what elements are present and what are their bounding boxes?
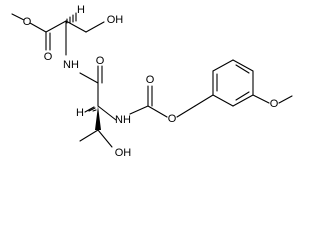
bond-ch2-oh: [85, 21, 105, 33]
atom-o-amide: O: [96, 55, 105, 67]
atom-nh-amide: NH: [63, 59, 79, 71]
atom-o-carbamate-ester: O: [168, 113, 177, 125]
bond-ome-ch3: [278, 95, 293, 104]
stereo-hash-mid: [84, 106, 97, 113]
atom-h-stereo-top: H: [77, 4, 85, 16]
wedge-bond-beta: [95, 106, 101, 130]
bond-nh-carbamc: [129, 105, 149, 115]
bond-ester-o-c: [29, 22, 47, 33]
structure-canvas: O O H OH NH O H NH O O OH O: [11, 4, 293, 159]
atom-o-carbonyl: O: [44, 51, 53, 63]
bond-ch2-ring: [194, 94, 214, 107]
atom-oh-serine: OH: [107, 14, 124, 26]
bond-calpha-ch2: [65, 20, 87, 33]
bond-layer: [11, 12, 293, 148]
benzene-ring: [212, 59, 254, 107]
bond-carbamc-o: [147, 105, 168, 118]
molecule-drawing: O O H OH NH O H NH O O OH O: [11, 4, 293, 159]
atom-o-ester: O: [23, 16, 32, 28]
atom-h-stereo-mid: H: [76, 107, 84, 119]
bond-c-calpha1: [45, 20, 67, 33]
bond-calpha2-nh: [97, 105, 117, 121]
bond-beta-methyl: [79, 129, 99, 142]
stereo-hash-top: [66, 12, 77, 24]
label-layer: O O H OH NH O H NH O O OH O: [23, 4, 279, 159]
atom-o-methoxy: O: [270, 98, 279, 110]
bond-beta-oh: [97, 129, 113, 148]
bond-nh-amidec: [79, 72, 99, 84]
atom-oh-threonine: OH: [115, 147, 132, 159]
atom-o-carbamate-carbonyl: O: [146, 74, 155, 86]
bond-ring-ome: [252, 94, 270, 104]
bond-methyl: [11, 13, 25, 21]
atom-nh-carbamate: NH: [115, 114, 131, 126]
bond-o-ch2: [176, 105, 196, 118]
